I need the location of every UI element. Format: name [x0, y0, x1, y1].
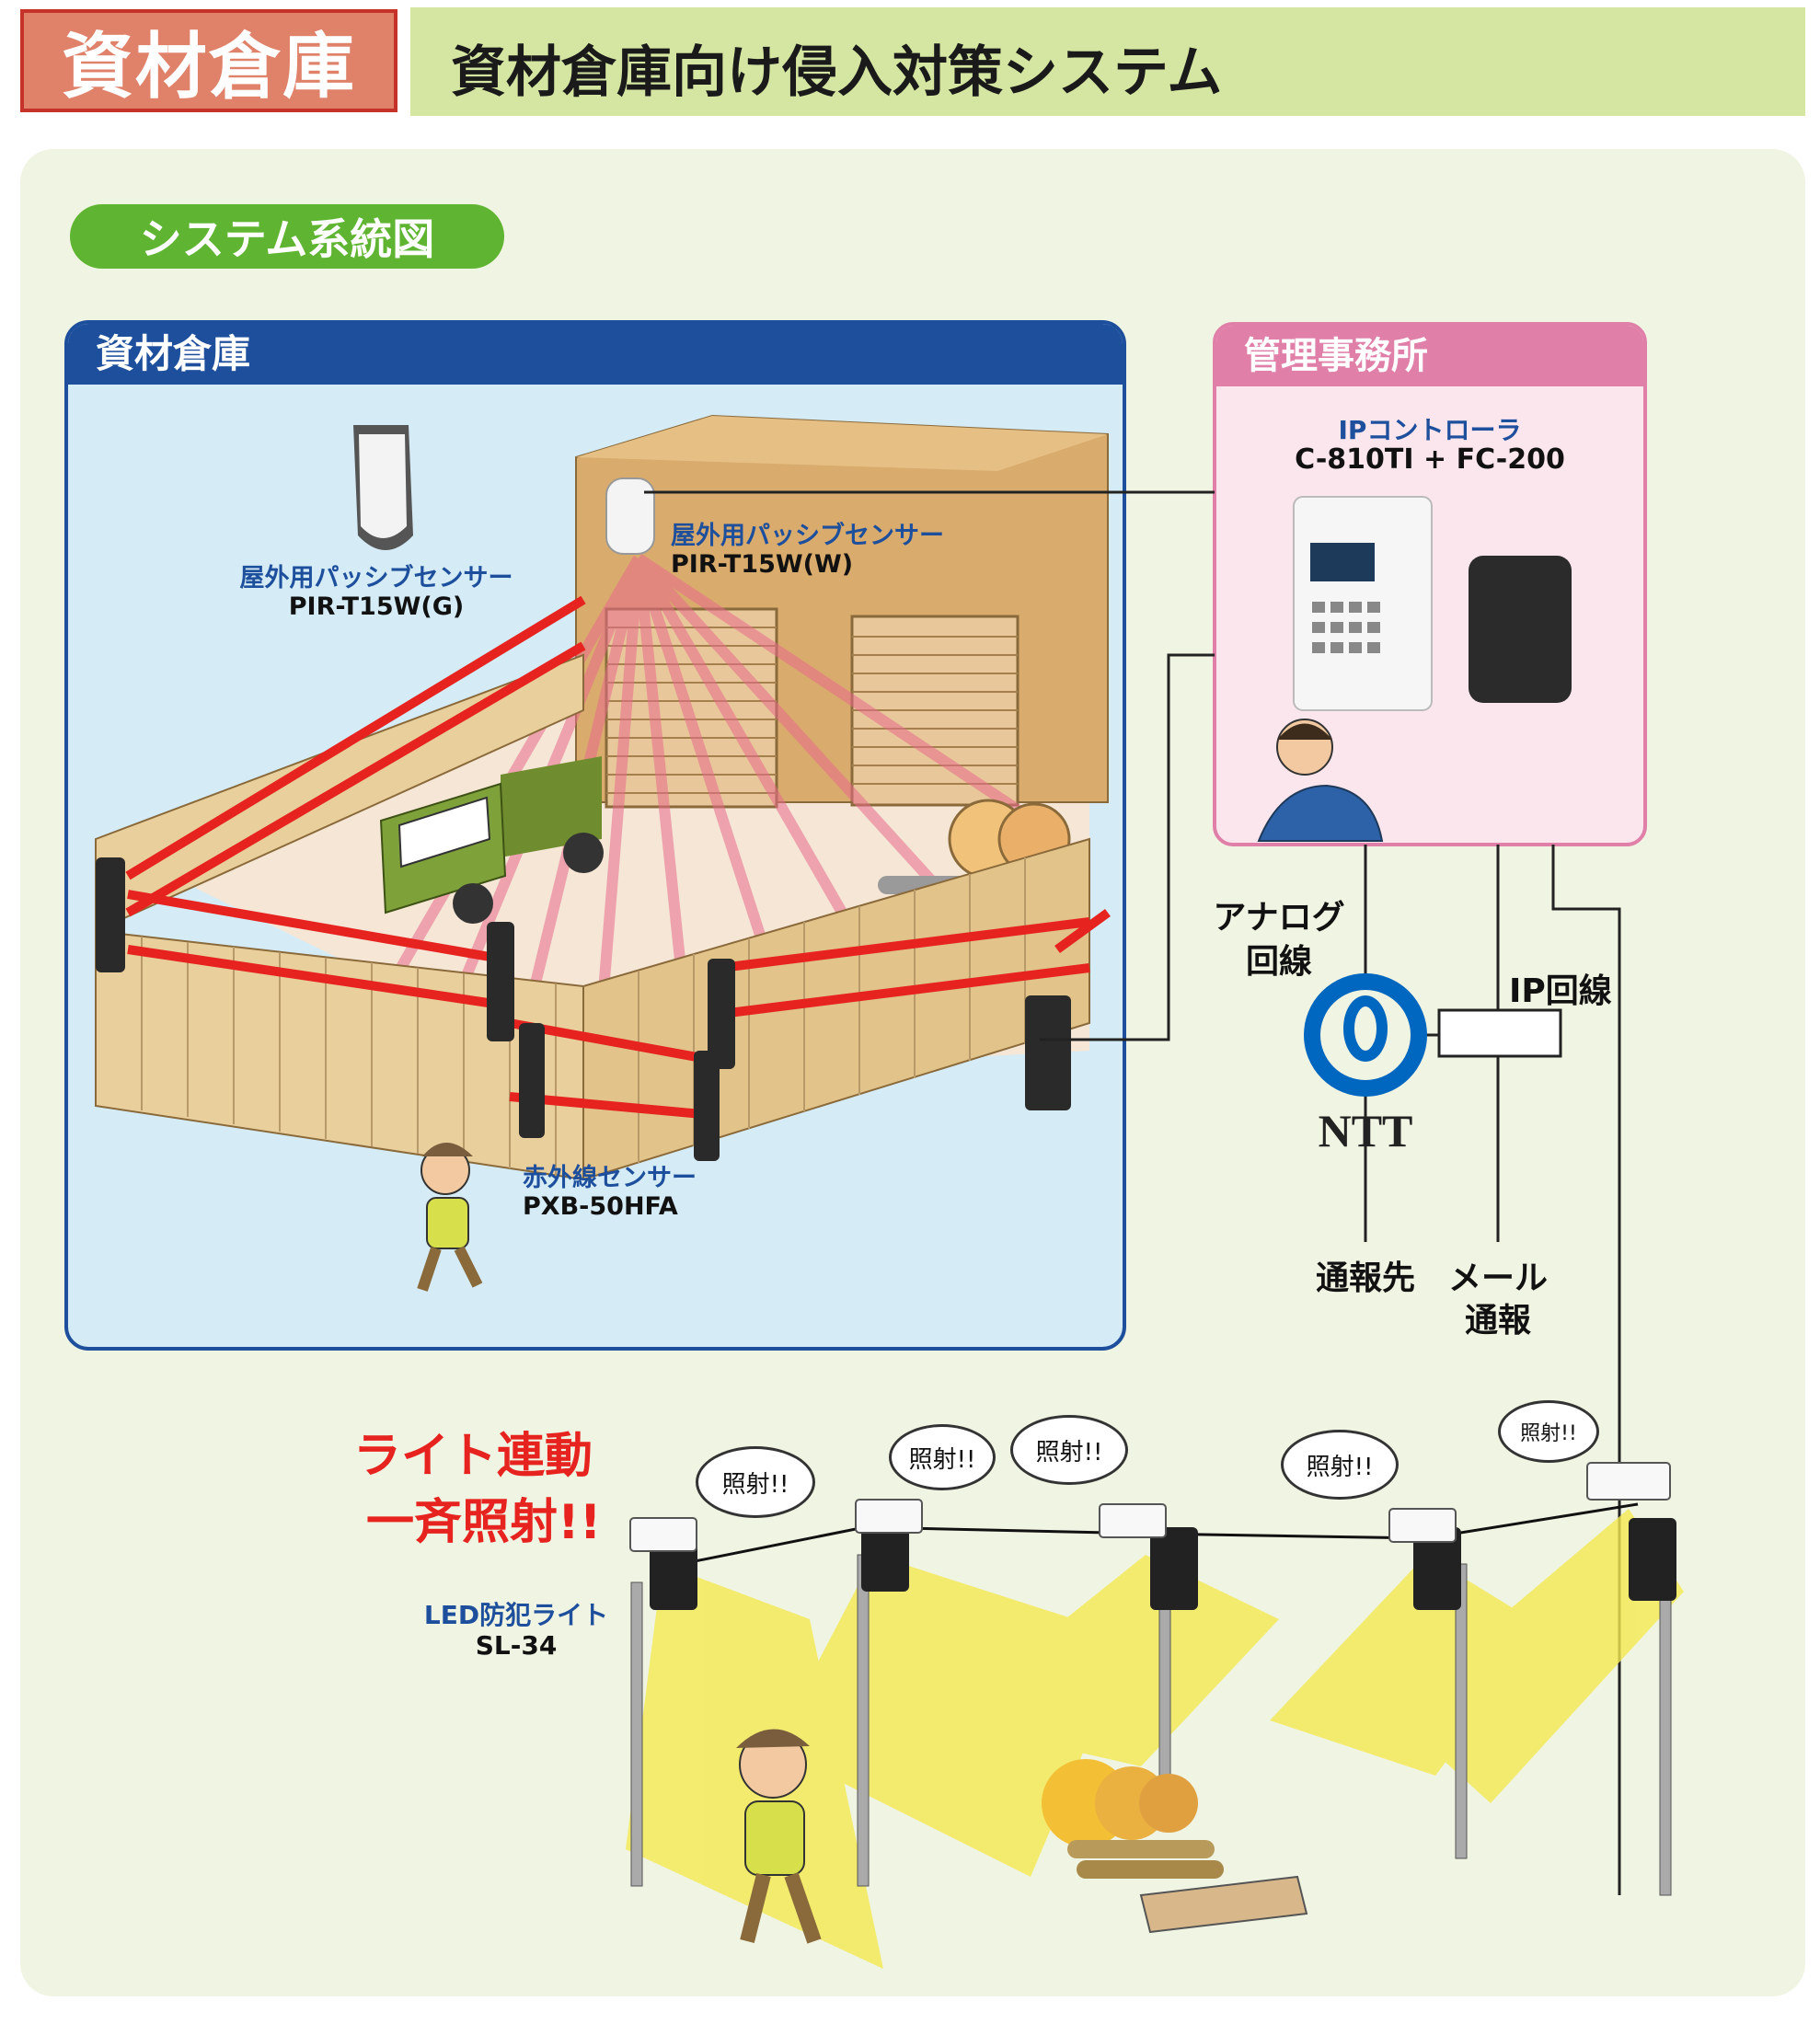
office-panel: 管理事務所 IPコントローラ C-810TI + FC-200 [1213, 322, 1647, 846]
shutter-slats [606, 627, 1018, 794]
sensor-g-name: 屋外用パッシブセンサー [239, 564, 513, 592]
controller-model: C-810TI + FC-200 [1295, 443, 1565, 476]
ir-beams [125, 595, 1111, 1120]
ip-line-label: IP回線 [1509, 972, 1612, 1010]
bubble-1: 照射!! [696, 1446, 815, 1518]
bubble-3: 照射!! [1010, 1415, 1128, 1485]
mail-notify-label-2: 通報 [1464, 1302, 1531, 1340]
lit-materials-icon [1042, 1759, 1308, 1934]
bubble-5: 照射!! [1498, 1400, 1599, 1463]
controller-name: IPコントローラ [1338, 415, 1522, 445]
ip-line-router-box [1437, 1008, 1562, 1058]
led-light-name: LED防犯ライト [423, 1600, 609, 1630]
mail-notify-label-1: メール [1447, 1259, 1548, 1297]
ir-sensor-model: PXB-50HFA [523, 1192, 678, 1221]
notify-dest-label: 通報先 [1315, 1259, 1415, 1297]
light-sync-headline-2: 一斉照射!! [366, 1495, 602, 1550]
ir-sensor-name: 赤外線センサー [523, 1164, 697, 1192]
led-light-model: SL-34 [475, 1630, 558, 1661]
pir-sensor-w-icon [605, 477, 655, 555]
led-light-panels [629, 1462, 1671, 1552]
light-sync-headline-1: ライト連動 [353, 1429, 593, 1484]
analog-line-label-1: アナログ [1213, 899, 1345, 937]
warehouse-panel-title: 資材倉庫 [68, 324, 1123, 385]
sensor-g-model: PIR-T15W(G) [288, 592, 465, 621]
ntt-logo-icon [1304, 973, 1427, 1097]
truck-icon [379, 756, 604, 924]
header-badge: 資材倉庫 [20, 9, 397, 112]
pir-detection-fan [385, 553, 1066, 1016]
analog-line-label-2: 回線 [1245, 943, 1312, 981]
bubble-2: 照射!! [889, 1424, 996, 1490]
section-pill: システム系統図 [70, 204, 504, 269]
office-panel-title: 管理事務所 [1216, 326, 1643, 386]
sensor-w-model: PIR-T15W(W) [671, 550, 854, 579]
page-title: 資材倉庫向け侵入対策システム [451, 40, 1223, 105]
ir-sensor-poles [96, 857, 1071, 1161]
header-band [410, 7, 1805, 116]
ntt-label: NTT [1318, 1105, 1413, 1156]
bubble-4: 照射!! [1281, 1430, 1399, 1500]
office-illustration [1257, 496, 1572, 842]
sensor-w-name: 屋外用パッシブセンサー [671, 522, 944, 550]
office-operator-icon [1257, 719, 1384, 842]
warehouse-illustration [95, 414, 1111, 1292]
led-light-heads [650, 1509, 1676, 1610]
warehouse-roof [576, 416, 1108, 471]
startled-intruder-icon [736, 1729, 822, 1944]
fc-200-unit-icon [1469, 556, 1572, 703]
intruder-icon [417, 1143, 483, 1292]
